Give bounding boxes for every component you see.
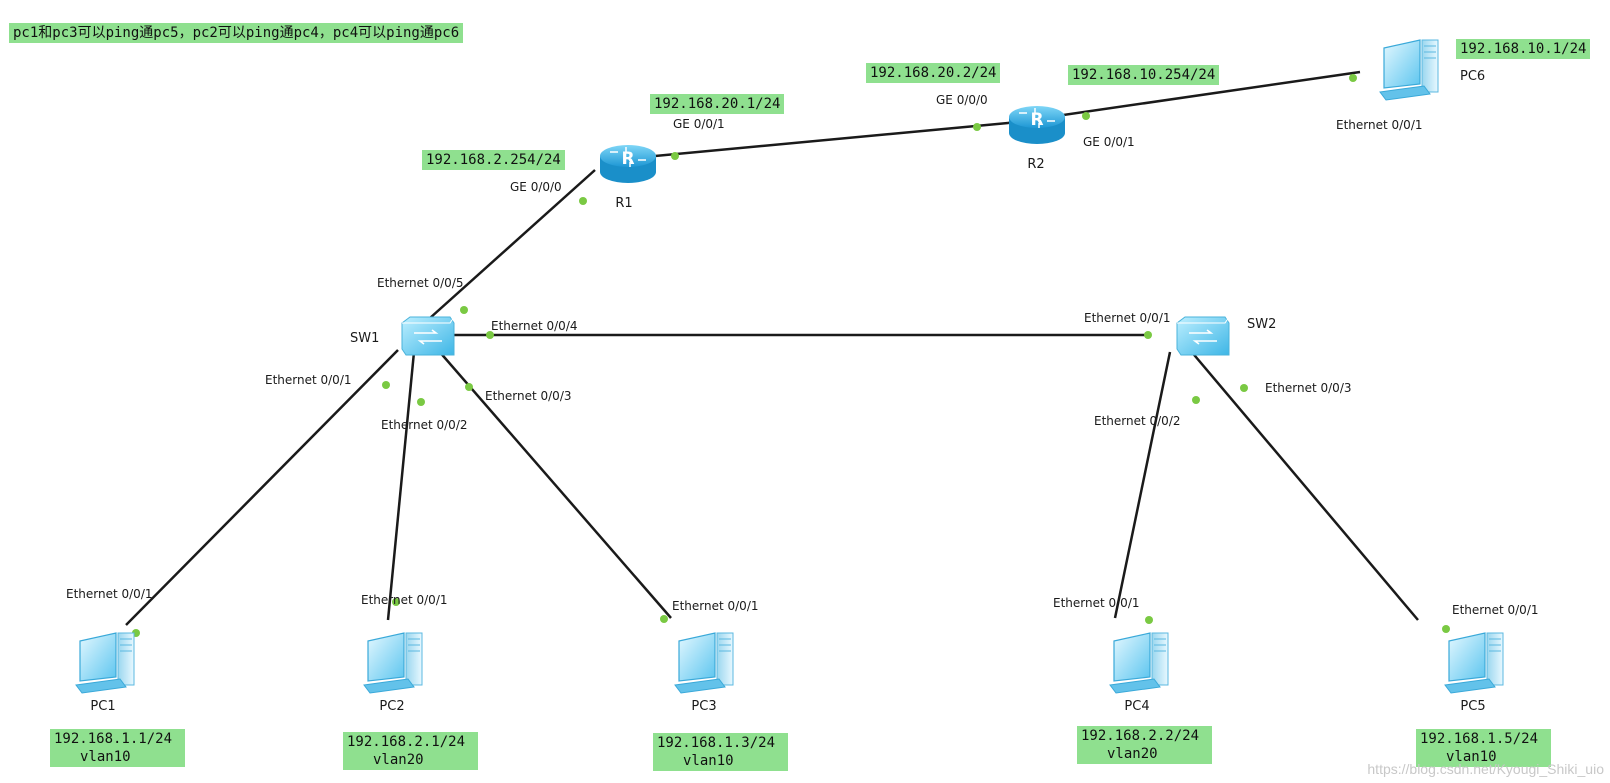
pc3-ip-note: 192.168.1.3/24 vlan10 [653,733,788,771]
port-label: Ethernet 0/0/1 [361,593,448,607]
port-label: Ethernet 0/0/1 [265,373,352,387]
pc5-ip-note: 192.168.1.5/24 vlan10 [1416,729,1551,767]
sw1-name: SW1 [350,331,379,346]
port-dot [579,197,587,205]
pc2-ip: 192.168.2.1/24 [347,734,466,750]
pc1-ip-note: 192.168.1.1/24 vlan10 [50,729,185,767]
pc6-ip: 192.168.10.1/24 [1456,39,1591,59]
port-dot [1145,616,1153,624]
port-dot [460,306,468,314]
r2-ge000-ip: 192.168.20.2/24 [866,63,1001,83]
port-label: Ethernet 0/0/2 [1094,414,1181,428]
port-dot [1442,625,1450,633]
switch-sw2[interactable] [1176,316,1230,356]
router-r2[interactable] [1008,105,1066,145]
link-r2-pc6 [1007,70,1361,125]
watermark: https://blog.csdn.net/Kyougi_Shiki_uio [1367,761,1604,777]
pc5-vlan: vlan10 [1446,749,1497,765]
pc2-ip-note: 192.168.2.1/24 vlan20 [343,732,478,770]
pc4-ip-note: 192.168.2.2/24 vlan20 [1077,726,1212,764]
port-dot [660,615,668,623]
pc4-ip: 192.168.2.2/24 [1081,728,1200,744]
links-layer [125,70,1419,626]
r1-name: R1 [615,196,632,211]
port-label: Ethernet 0/0/1 [672,599,759,613]
link-sw1-pc3 [437,349,672,619]
port-label: Ethernet 0/0/1 [1336,118,1423,132]
port-dot [1192,396,1200,404]
port-dot [382,381,390,389]
sw2-name: SW2 [1247,317,1276,332]
port-label: GE 0/0/1 [1083,135,1135,149]
pc3-ip: 192.168.1.3/24 [657,735,776,751]
pc-pc5[interactable] [1444,632,1504,694]
port-dots [132,74,1450,637]
port-dot [392,598,400,606]
pc2-vlan: vlan20 [373,752,424,768]
port-dot [671,152,679,160]
r2-name: R2 [1027,157,1044,172]
link-sw2-pc5 [1189,349,1419,621]
caption-note: pc1和pc3可以ping通pc5，pc2可以ping通pc4，pc4可以pin… [9,23,464,43]
port-dot [486,331,494,339]
pc4-vlan: vlan20 [1107,746,1158,762]
pc-pc6[interactable] [1379,39,1439,101]
pc5-ip: 192.168.1.5/24 [1420,731,1539,747]
link-r1-sw1 [429,169,596,319]
port-label: GE 0/0/0 [936,93,988,107]
port-dot [465,383,473,391]
port-dot [1082,112,1090,120]
port-dot [973,123,981,131]
pc3-vlan: vlan10 [683,753,734,769]
pc4-name: PC4 [1124,699,1149,714]
pc2-name: PC2 [379,699,404,714]
pc1-ip: 192.168.1.1/24 [54,731,173,747]
r1-ge001-ip: 192.168.20.1/24 [650,94,785,114]
pc-pc2[interactable] [363,632,423,694]
link-sw2-pc4 [1113,351,1172,619]
link-sw1-pc1 [125,349,399,626]
port-label: Ethernet 0/0/1 [1452,603,1539,617]
port-label: Ethernet 0/0/2 [381,418,468,432]
port-label: GE 0/0/0 [510,180,562,194]
switch-sw1[interactable] [401,316,455,356]
port-dot [1349,74,1357,82]
port-label: GE 0/0/1 [673,117,725,131]
pc3-name: PC3 [691,699,716,714]
r1-ge000-ip: 192.168.2.254/24 [422,150,565,170]
port-label: Ethernet 0/0/1 [66,587,153,601]
port-label: Ethernet 0/0/1 [1053,596,1140,610]
port-label: Ethernet 0/0/3 [1265,381,1352,395]
link-sw1-pc2 [386,351,416,621]
port-label: Ethernet 0/0/3 [485,389,572,403]
router-r1[interactable] [599,144,657,184]
port-label: Ethernet 0/0/5 [377,276,464,290]
r2-ge001-ip: 192.168.10.254/24 [1068,65,1220,85]
pc1-vlan: vlan10 [80,749,131,765]
pc-pc1[interactable] [75,632,135,694]
port-dot [1144,331,1152,339]
pc-pc3[interactable] [674,632,734,694]
port-label: Ethernet 0/0/1 [1084,311,1171,325]
port-label: Ethernet 0/0/4 [491,319,578,333]
pc1-name: PC1 [90,699,115,714]
port-dot [417,398,425,406]
pc-pc4[interactable] [1109,632,1169,694]
pc5-name: PC5 [1460,699,1485,714]
pc6-name: PC6 [1460,69,1485,84]
port-dot [1240,384,1248,392]
